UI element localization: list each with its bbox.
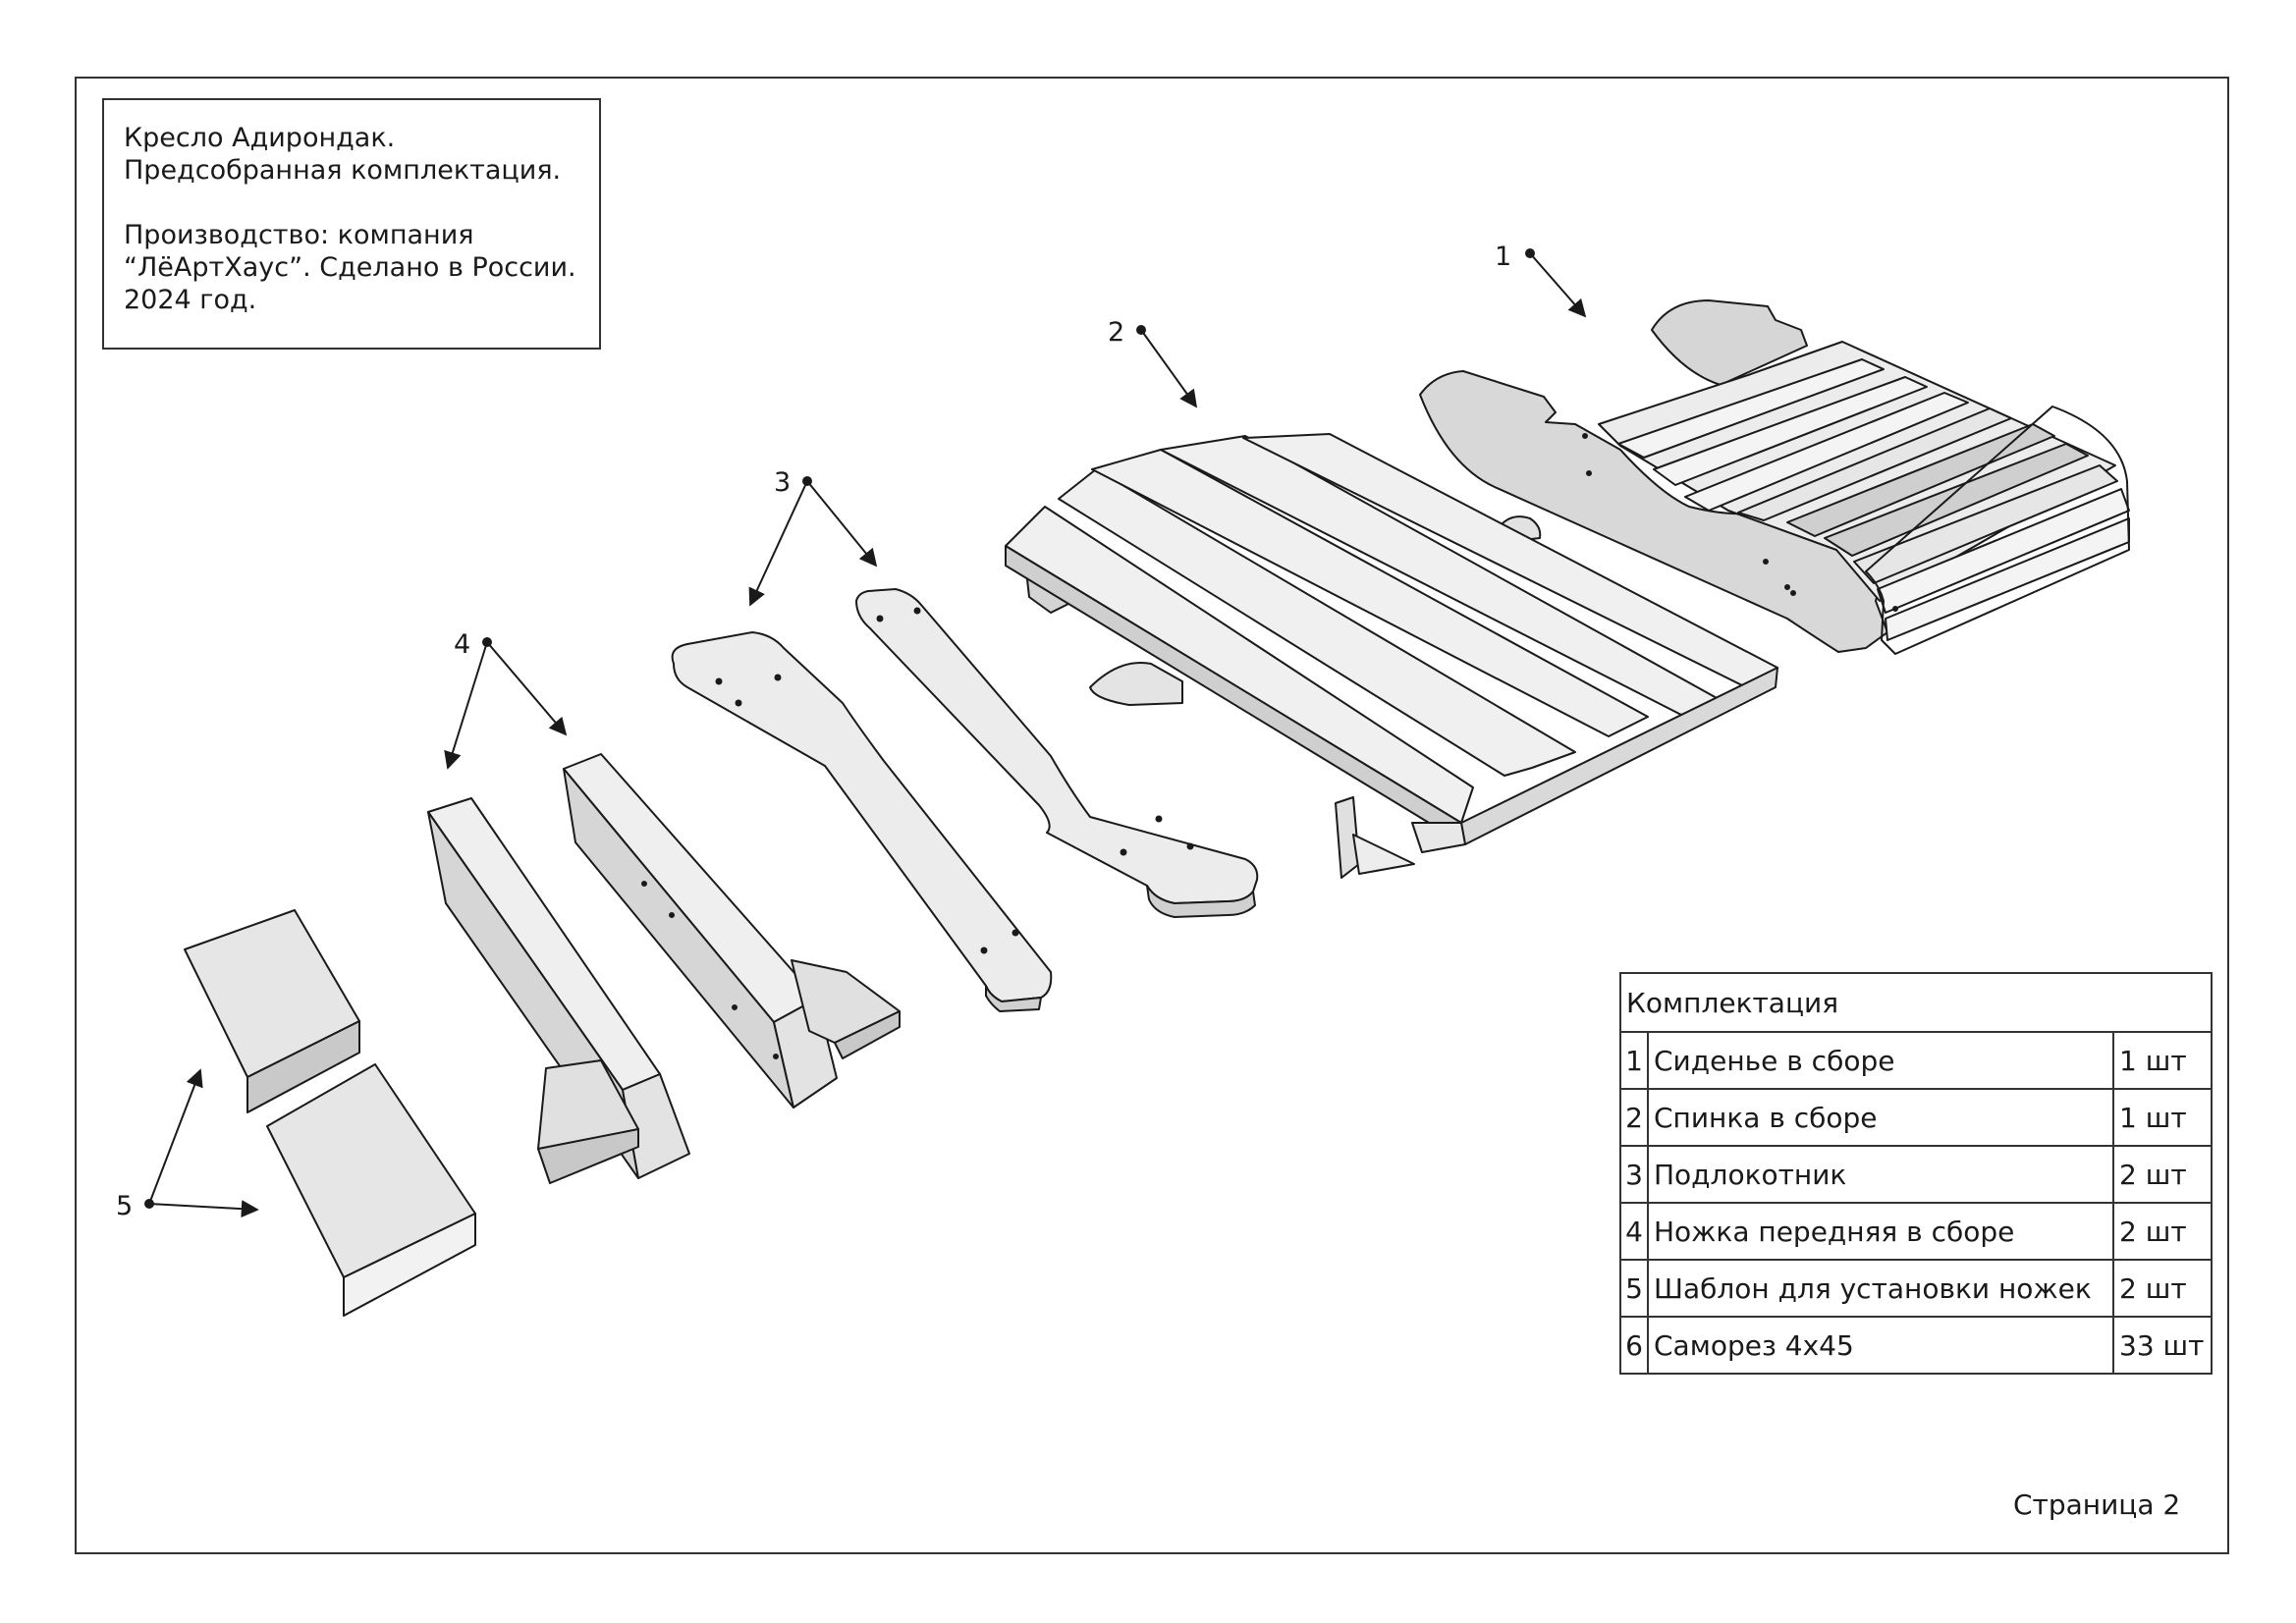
year-line: 2024 год.: [124, 285, 257, 315]
part-quantity: 1 шт: [2112, 1031, 2213, 1090]
part-5-templates: [184, 909, 476, 1317]
callout-label-5: 5: [116, 1191, 134, 1221]
part-name: Ножка передняя в сборе: [1647, 1202, 2114, 1261]
callout-label-2: 2: [1108, 317, 1125, 348]
part-quantity: 2 шт: [2112, 1202, 2213, 1261]
part-4-leg-left: [427, 797, 690, 1184]
part-quantity: 2 шт: [2112, 1259, 2213, 1318]
row-number: 1: [1619, 1031, 1649, 1090]
row-number: 5: [1619, 1259, 1649, 1318]
row-number: 3: [1619, 1145, 1649, 1204]
table-row: 5 Шаблон для установки ножек 2 шт: [1619, 1259, 2213, 1318]
manufacturer-line-2: “ЛёАртХаус”. Сделано в России.: [124, 252, 576, 283]
table-row: 1 Сиденье в сборе 1 шт: [1619, 1031, 2213, 1090]
table-row: 6 Саморез 4x45 33 шт: [1619, 1316, 2213, 1375]
callout-label-3: 3: [774, 467, 792, 498]
title-line-1: Кресло Адирондак.: [124, 123, 396, 153]
part-quantity: 1 шт: [2112, 1088, 2213, 1147]
table-row: 2 Спинка в сборе 1 шт: [1619, 1088, 2213, 1147]
part-4-leg-right: [563, 753, 901, 1109]
part-2-back-assembly: [1005, 433, 1778, 879]
kit-table: Комплектация 1 Сиденье в сборе 1 шт 2 Сп…: [1619, 972, 2213, 1375]
part-name: Сиденье в сборе: [1647, 1031, 2114, 1090]
part-name: Подлокотник: [1647, 1145, 2114, 1204]
drawing-frame: [75, 77, 2229, 1554]
part-name: Шаблон для установки ножек: [1647, 1259, 2114, 1318]
kit-table-header-row: Комплектация: [1619, 972, 2213, 1033]
title-block: Кресло Адирондак. Предсобранная комплект…: [102, 98, 601, 350]
row-number: 4: [1619, 1202, 1649, 1261]
title-line-2: Предсобранная комплектация.: [124, 155, 562, 186]
kit-table-header: Комплектация: [1619, 972, 2213, 1033]
part-name: Саморез 4x45: [1647, 1316, 2114, 1375]
part-1-seat-assembly: [1419, 299, 2130, 655]
manufacturer-line-1: Производство: компания: [124, 220, 474, 250]
part-3-armrest-right: [855, 588, 1259, 918]
row-number: 2: [1619, 1088, 1649, 1147]
part-quantity: 33 шт: [2112, 1316, 2213, 1375]
part-name: Спинка в сборе: [1647, 1088, 2114, 1147]
page-number: Страница 2: [2013, 1488, 2181, 1521]
table-row: 3 Подлокотник 2 шт: [1619, 1145, 2213, 1204]
table-row: 4 Ножка передняя в сборе 2 шт: [1619, 1202, 2213, 1261]
part-quantity: 2 шт: [2112, 1145, 2213, 1204]
callout-label-1: 1: [1495, 242, 1512, 272]
callout-dots: [144, 248, 1535, 1209]
leader-lines: [148, 252, 1587, 1218]
callout-label-4: 4: [454, 629, 471, 660]
row-number: 6: [1619, 1316, 1649, 1375]
part-3-armrest-left: [671, 631, 1053, 1012]
